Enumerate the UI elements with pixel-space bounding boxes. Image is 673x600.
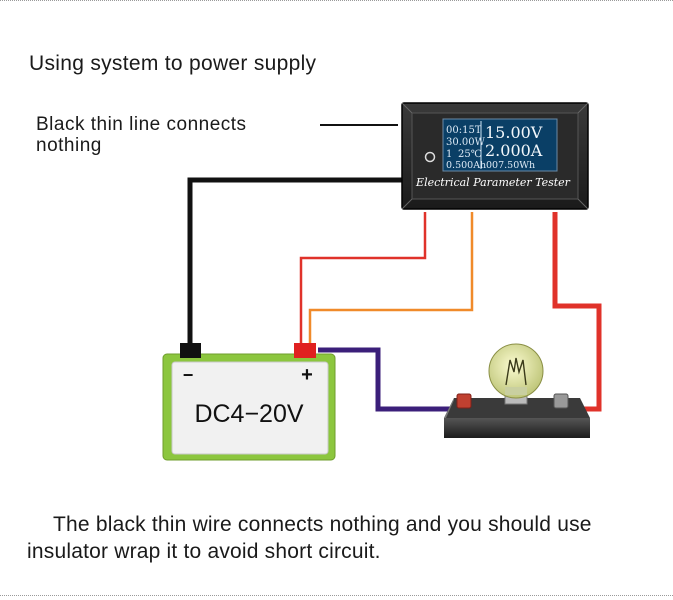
red-wire-meter-battery	[299, 212, 427, 344]
lamp-base	[444, 391, 590, 438]
meter: 00:15T 30.00W 1 25℃ 0.500Ah 007.50Wh 15.…	[401, 102, 589, 210]
orange-wire	[308, 212, 474, 344]
meter-button	[424, 151, 436, 163]
meter-capacity: 0.500Ah	[446, 160, 486, 171]
battery-label: DC4−20V	[194, 400, 303, 428]
caption-text: The black thin wire connects nothing and…	[27, 513, 592, 563]
meter-power: 30.00W	[446, 137, 486, 148]
instruction-caption: The black thin wire connects nothing and…	[27, 511, 657, 565]
battery-negative-sign: −	[183, 365, 194, 385]
meter-temp: 25℃	[458, 149, 482, 160]
light-bulb-icon	[488, 343, 544, 399]
meter-time: 00:15T	[446, 125, 482, 136]
battery-positive-sign: +	[301, 364, 313, 386]
battery-negative-terminal	[180, 343, 201, 358]
meter-group: 1	[446, 149, 452, 160]
meter-voltage: 15.00V	[485, 123, 543, 142]
lamp-terminal-left	[456, 393, 472, 409]
top-divider	[0, 0, 673, 1]
battery: − + DC4−20V	[162, 343, 336, 461]
red-wire-meter-lamp	[552, 212, 602, 412]
black-wire-note: Black thin line connects nothing	[36, 114, 247, 156]
purple-wire	[318, 347, 460, 412]
meter-energy: 007.50Wh	[486, 160, 535, 171]
meter-screen	[442, 118, 558, 172]
black-wire	[187, 177, 402, 345]
meter-label: Electrical Parameter Tester	[415, 176, 571, 189]
meter-current: 2.000A	[485, 141, 543, 160]
lamp-terminal-right	[553, 393, 569, 409]
diagram-title: Using system to power supply	[29, 52, 317, 75]
battery-positive-terminal	[294, 343, 316, 358]
bottom-divider	[0, 595, 673, 596]
